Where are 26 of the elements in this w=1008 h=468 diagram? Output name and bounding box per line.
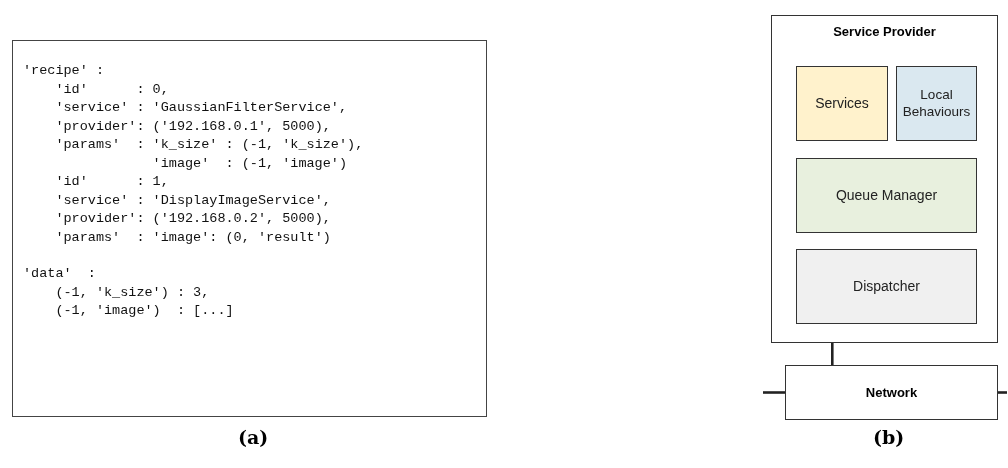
code-line: 'params' : 'image': (0, 'result') [55,229,331,245]
code-line: 'params' : 'k_size' : (-1, 'k_size'), [55,137,364,152]
dispatcher-box: Dispatcher [796,249,977,324]
panel-label: (b) [873,426,905,448]
connector-line [998,391,1007,394]
code-line: 'id' : 1, [55,174,169,189]
queue-manager-box: Queue Manager [796,158,977,233]
code-line: (-1, 'image') : [...] [55,303,234,318]
code-line: 'recipe' : [23,63,104,78]
code-line: 'service' : 'GaussianFilterService', [55,100,348,115]
connector-line [763,391,785,394]
code-line: (-1, 'k_size') : 3, [55,284,210,300]
connector-line [831,343,834,365]
service-provider-box [771,15,998,343]
panel-label: (a) [238,426,269,448]
code-line: 'service' : 'DisplayImageService', [55,192,331,208]
code-line: 'data' : [23,266,96,281]
network-box: Network [785,365,998,420]
code-line: 'id' : 0, [55,81,169,97]
code-listing-box [12,40,487,417]
code-line: 'provider': ('192.168.0.2', 5000), [55,211,331,226]
box-title: Service Provider [833,24,936,39]
local-behaviours-box: Local Behaviours [896,66,977,141]
services-box: Services [796,66,888,141]
code-line: 'provider': ('192.168.0.1', 5000), [55,118,331,134]
code-line: 'image' : (-1, 'image') [152,155,348,171]
